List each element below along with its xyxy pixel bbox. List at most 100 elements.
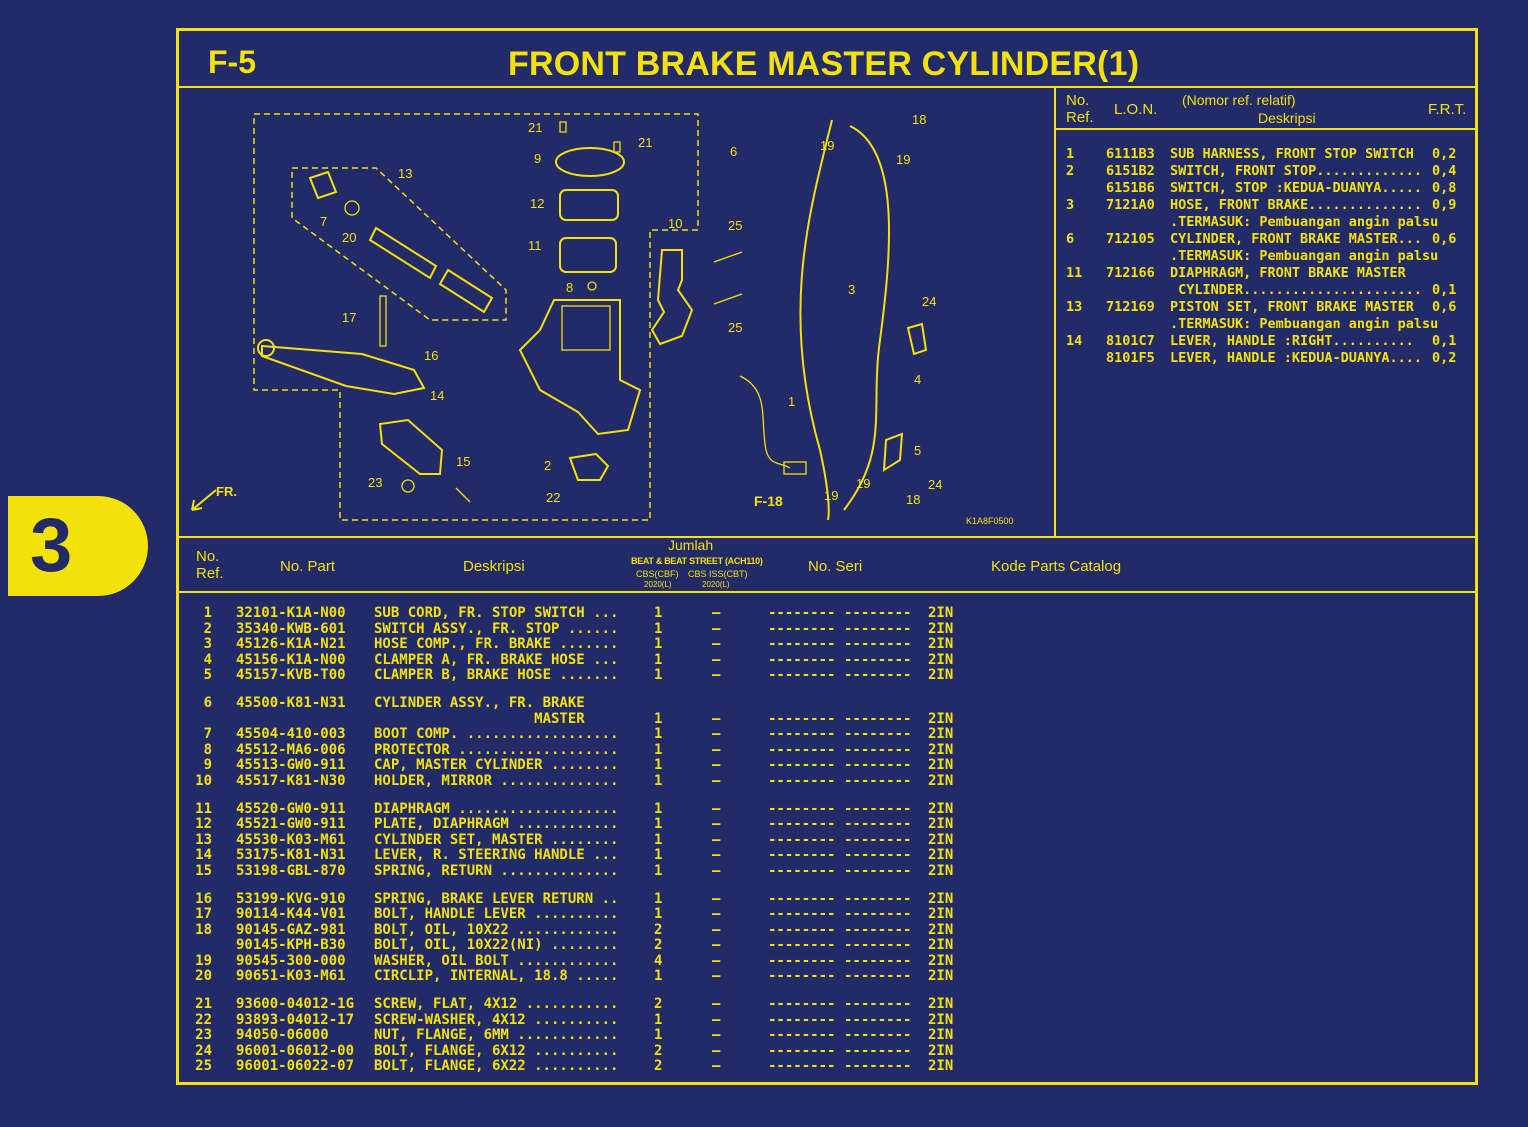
callout-13: 13 [398,166,412,181]
lever-knob [257,339,275,357]
qty-cbs: 4 [654,952,663,969]
qty-cbs: 1 [654,1027,663,1044]
qty-cbs-iss: – [712,620,721,637]
callout-labels: 1234567891011121314151617181819191919202… [320,112,942,507]
cylinder-reservoir [561,305,611,351]
qty-cbs-iss: – [712,726,721,743]
part-number: 45520-GW0-911 [236,800,346,817]
qty-cbs: 1 [654,847,663,864]
qty-cbs: 1 [654,605,663,621]
part-desc: NUT, FLANGE, 6MM ............ [374,1027,619,1044]
callout-24: 24 [928,477,942,492]
serial-1: -------- [768,890,836,907]
qty-cbs-iss: – [712,862,721,879]
pt-header-no-seri: No. Seri [808,558,863,575]
pt-header-jumlah: Jumlah [668,537,714,553]
part-desc: BOLT, OIL, 10X22(NI) ........ [374,937,619,954]
spring-part [438,268,494,314]
part-desc: BOLT, OIL, 10X22 ............ [374,921,619,938]
catalog-code: 2IN [928,816,954,833]
part-ref: 5 [203,667,212,684]
callout-12: 12 [530,196,544,211]
frt-value: 0,1 [1432,333,1457,349]
part-ref: 10 [195,772,212,789]
callout-22: 22 [546,490,560,505]
part-desc: DIAPHRAGM ................... [374,800,619,817]
part-number: 96001-06022-07 [236,1058,355,1075]
qty-cbs: 2 [654,921,663,938]
catalog-code: 2IN [928,1011,954,1028]
serial-1: -------- [768,996,836,1013]
part-desc: SWITCH ASSY., FR. STOP ...... [374,620,619,637]
part-desc: PROTECTOR ................... [374,741,619,758]
part-desc: CYLINDER ASSY., FR. BRAKE [374,694,585,711]
catalog-code: 2IN [928,636,954,653]
part-desc: CLAMPER A, FR. BRAKE HOSE ... [374,651,619,668]
catalog-code: 2IN [928,968,954,985]
part-number: 45517-K81-N30 [236,772,346,789]
qty-cbs: 1 [654,1011,663,1028]
part-desc: BOOT COMP. .................. [374,726,619,743]
part-desc: HOLDER, MIRROR .............. [374,772,619,789]
part-ref: 19 [195,952,212,969]
frt-ref: 1 [1066,146,1075,162]
frt-desc: LEVER, HANDLE :RIGHT.......... [1170,333,1414,349]
rt-header-desc-top: (Nomor ref. relatif) [1182,92,1296,108]
section-badge: 3 [8,496,148,596]
frt-desc: SWITCH, FRONT STOP............. [1170,163,1422,179]
callout-19: 19 [856,476,870,491]
frt-value: 0,2 [1432,146,1457,162]
piston-part [368,226,438,280]
qty-cbs-iss: – [712,636,721,653]
frt-desc: CYLINDER...................... [1170,282,1422,298]
frt-lon: 712166 [1106,265,1155,281]
page-title: FRONT BRAKE MASTER CYLINDER(1) [508,45,1140,83]
frt-lon: 8101F5 [1106,350,1155,366]
qty-cbs: 2 [654,1042,663,1059]
serial-2: -------- [844,741,912,758]
qty-cbs: 1 [654,906,663,923]
part-desc: SUB CORD, FR. STOP SWITCH ... [374,605,619,621]
serial-1: -------- [768,605,836,621]
serial-1: -------- [768,816,836,833]
callout-23: 23 [368,475,382,490]
callout-20: 20 [342,230,356,245]
parts-header-divider [178,591,1476,593]
part-number: 93600-04012-1G [236,996,355,1013]
part-number: 90651-K03-M61 [236,968,346,985]
serial-2: -------- [844,667,912,684]
catalog-code: 2IN [928,772,954,789]
qty-cbs-iss: – [712,831,721,848]
serial-1: -------- [768,862,836,879]
rt-header-no-ref: No. Ref. [1066,92,1094,126]
qty-cbs: 1 [654,757,663,774]
qty-cbs-iss: – [712,906,721,923]
pt-header-no-part: No. Part [280,558,336,575]
part-ref: 1 [203,605,212,621]
serial-1: -------- [768,651,836,668]
serial-1: -------- [768,831,836,848]
serial-1: -------- [768,847,836,864]
part-number: 45521-GW0-911 [236,816,346,833]
catalog-code: 2IN [928,831,954,848]
part-desc: PLATE, DIAPHRAGM ............ [374,816,619,833]
clamper-a-part [906,322,928,356]
catalog-code: 2IN [928,620,954,637]
serial-2: -------- [844,772,912,789]
serial-2: -------- [844,1027,912,1044]
qty-cbs-iss: – [712,996,721,1013]
part-ref: 9 [203,757,212,774]
frt-value: 0,6 [1432,231,1457,247]
qty-cbs: 1 [654,726,663,743]
catalog-code: 2IN [928,800,954,817]
cylinder-group-outline [253,113,699,521]
serial-2: -------- [844,952,912,969]
qty-cbs: 1 [654,710,663,727]
serial-1: -------- [768,1027,836,1044]
image-code: K1A8F0500 [966,516,1014,526]
catalog-code: 2IN [928,890,954,907]
part-number: 90114-K44-V01 [236,906,346,923]
part-ref: 17 [195,906,212,923]
callout-15: 15 [456,454,470,469]
part-number: 96001-06012-00 [236,1042,355,1059]
